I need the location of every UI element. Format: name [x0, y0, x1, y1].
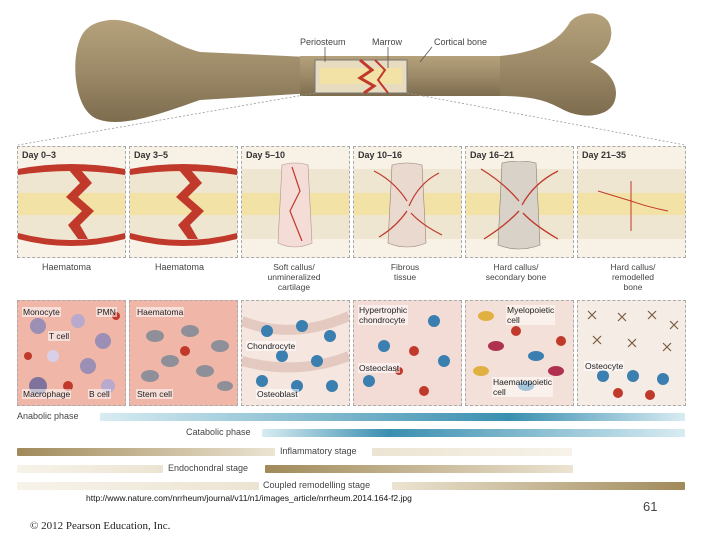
cell-strip: Monocyte PMN T cell Macrophage B cell Ha… [17, 300, 686, 406]
cell-label-macrophage: Macrophage [22, 389, 72, 399]
fracture-drawing-2 [130, 164, 237, 246]
cell-label-haematopoietic-cell: Haematopoietic cell [492, 377, 554, 397]
cell-panel-4: Hypertrophic chondrocyte Osteoclast [353, 300, 462, 406]
stage-title-6: Hard callus/ remodelled bone [610, 262, 656, 292]
cell-label-stem-cell: Stem cell [136, 389, 173, 399]
fracture-drawing-6 [578, 169, 685, 239]
phase-label-inflammatory: Inflammatory stage [280, 446, 357, 456]
marrow-label: Marrow [372, 37, 403, 47]
page-number: 61 [643, 499, 658, 514]
day-label-4: Day 10–16 [358, 150, 403, 160]
day-panel-4: Day 10–16 [353, 146, 462, 258]
cell-illustration-2 [141, 325, 233, 391]
phase-bar-anabolic [100, 413, 685, 421]
cell-label-haematoma: Haematoma [136, 307, 185, 317]
day-panel-2: Day 3–5 [129, 146, 238, 258]
cell-panel-2: Haematoma Stem cell [129, 300, 238, 406]
cell-illustration-4 [363, 315, 450, 396]
cell-label-pmn: PMN [96, 307, 117, 317]
cell-label-chondrocyte: Chondrocyte [246, 341, 297, 351]
day-label-2: Day 3–5 [134, 150, 169, 160]
stage-title-1: Haematoma [42, 262, 92, 272]
phase-bar-inflammatory [17, 448, 275, 456]
cell-label-b-cell: B cell [88, 389, 111, 399]
cell-label-osteoblast: Osteoblast [256, 389, 299, 399]
phase-bar-endochondral-head [17, 465, 163, 473]
periosteum-label: Periosteum [300, 37, 346, 47]
cell-illustration-6 [587, 310, 679, 400]
cell-label-osteoclast: Osteoclast [358, 363, 401, 373]
phase-bar-inflammatory-tail [372, 448, 572, 456]
cell-illustration-5 [473, 311, 566, 391]
day-panel-3: Day 5–10 [241, 146, 350, 258]
stage-title-2: Haematoma [155, 262, 205, 272]
copyright: © 2012 Pearson Education, Inc. [30, 520, 171, 532]
phase-bar-coupled-remodelling [392, 482, 685, 490]
phase-bar-catabolic [262, 429, 685, 437]
fracture-drawing-1 [18, 164, 125, 246]
cortical-bone-label: Cortical bone [434, 37, 488, 47]
day-panel-1: Day 0–3 [17, 146, 126, 258]
cell-panel-3: Chondrocyte Osteoblast [241, 300, 350, 406]
phase-label-catabolic: Catabolic phase [186, 427, 251, 437]
cell-panel-1: Monocyte PMN T cell Macrophage B cell [17, 300, 126, 406]
day-panel-5: Day 16–21 [465, 146, 574, 258]
day-label-6: Day 21–35 [582, 150, 627, 160]
femur-illustration [17, 13, 686, 146]
cell-panel-5: Myelopoietic cell Haematopoietic cell [465, 300, 574, 406]
phase-bar-endochondral [265, 465, 573, 473]
fracture-drawing-5 [466, 161, 573, 250]
day-label-5: Day 16–21 [470, 150, 515, 160]
stage-title-3: Soft callus/ unmineralized cartilage [267, 262, 321, 292]
cell-label-hypertrophic-chondrocyte: Hypertrophic chondrocyte [358, 305, 409, 325]
fracture-drawing-3 [242, 162, 349, 248]
phase-bar-coupled-head [17, 482, 259, 490]
day-label-1: Day 0–3 [22, 150, 57, 160]
cell-illustration-1 [24, 312, 120, 395]
cell-label-myelopoietic-cell: Myelopoietic cell [506, 305, 556, 325]
cell-panel-6: Osteocyte [577, 300, 686, 406]
stage-title-5: Hard callus/ secondary bone [485, 262, 547, 282]
cell-label-t-cell: T cell [48, 331, 71, 341]
stage-strip: Day 0–3 Day 3–5 Day 5–10 Day 10–1 [17, 146, 686, 258]
phase-label-anabolic: Anabolic phase [17, 411, 79, 421]
day-panel-6: Day 21–35 [577, 146, 686, 258]
phase-label-endochondral: Endochondral stage [168, 463, 249, 473]
fracture-drawing-4 [354, 162, 461, 248]
cell-illustration-3 [242, 311, 349, 392]
day-label-3: Day 5–10 [246, 150, 286, 160]
stage-title-4: Fibrous tissue [390, 262, 420, 282]
cell-label-osteocyte: Osteocyte [584, 361, 625, 371]
phase-label-coupled-remodelling: Coupled remodelling stage [263, 480, 371, 490]
cell-label-monocyte: Monocyte [22, 307, 61, 317]
source-url[interactable]: http://www.nature.com/nrrheum/journal/v1… [86, 493, 412, 503]
